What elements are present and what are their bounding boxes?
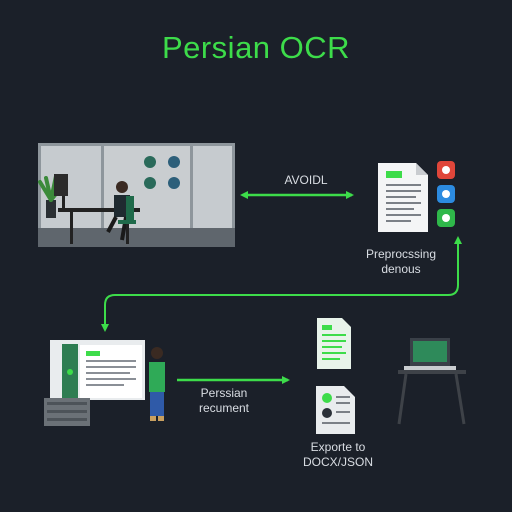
preprocessing-label: Preprocssing — [365, 247, 437, 261]
export-label: Exporte to — [310, 440, 366, 454]
diagram-title: Persian OCR — [161, 30, 351, 65]
denoise-label: denous — [381, 262, 421, 276]
document-icon — [378, 163, 428, 232]
avoid-label: AVOIDL — [284, 173, 328, 187]
document-icon — [316, 386, 355, 434]
connector-arrow — [101, 236, 462, 332]
laptop-icon — [397, 338, 466, 425]
workstation-illustration — [44, 340, 165, 426]
document-icon — [317, 318, 351, 369]
office-scene-illustration — [38, 143, 235, 247]
persian-label: Perssian — [200, 386, 248, 400]
document-label: recument — [198, 401, 250, 415]
export-format-label: DOCX/JSON — [302, 455, 373, 469]
